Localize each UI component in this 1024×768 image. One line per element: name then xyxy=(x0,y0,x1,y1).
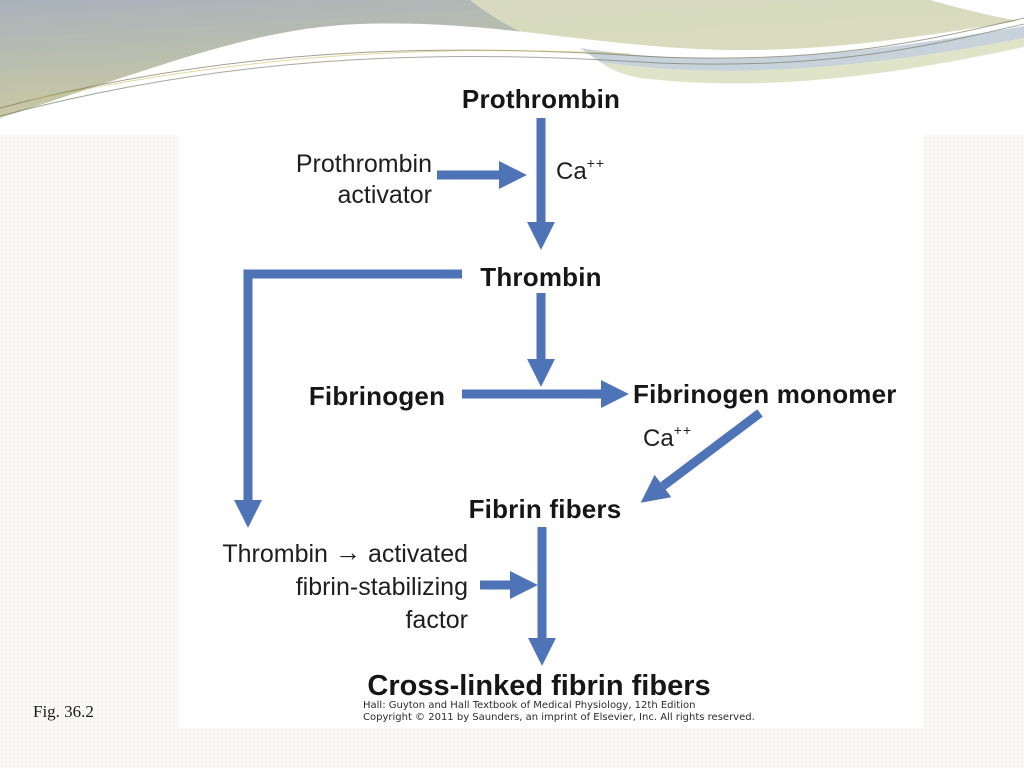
calcium-2-base: Ca xyxy=(643,425,674,452)
node-prothrombin: Prothrombin xyxy=(461,84,621,114)
arrow-thrombin-feedback xyxy=(234,269,462,528)
figure-number-label: Fig. 36.2 xyxy=(33,702,94,721)
label-fibrin-stabilizing-factor: Thrombin→activated fibrin-stabilizing fa… xyxy=(222,537,468,637)
factor-line-1-activated: activated xyxy=(367,540,468,568)
node-thrombin: Thrombin xyxy=(480,262,602,292)
arrow-monomer-to-fibrin-fibers xyxy=(640,409,763,503)
factor-line-1-thrombin: Thrombin xyxy=(222,540,328,568)
credit-line-1: Hall: Guyton and Hall Textbook of Medica… xyxy=(363,700,696,711)
calcium-2-superscript: ++ xyxy=(673,422,693,438)
activator-line-2: activator xyxy=(337,181,432,209)
node-cross-linked-fibrin-fibers: Cross-linked fibrin fibers xyxy=(367,670,711,702)
header-lower-green-streak xyxy=(600,38,1024,84)
factor-line-3: factor xyxy=(405,606,468,634)
figure-panel xyxy=(178,84,923,728)
header-corner-wedge xyxy=(930,0,1024,22)
label-prothrombin-activator: Prothrombin activator xyxy=(296,149,432,211)
calcium-1-superscript: ++ xyxy=(586,155,606,171)
factor-line-2: fibrin-stabilizing xyxy=(295,573,468,601)
node-fibrinogen-monomer: Fibrinogen monomer xyxy=(633,379,897,409)
textbook-credit: Hall: Guyton and Hall Textbook of Medica… xyxy=(363,700,755,723)
activator-line-1: Prothrombin xyxy=(295,150,432,178)
header-thin-line-1 xyxy=(0,17,1024,109)
label-calcium-1: Ca++ xyxy=(556,155,606,186)
header-blue-streak xyxy=(580,26,1024,71)
right-arrow-glyph: → xyxy=(334,537,361,567)
node-fibrinogen: Fibrinogen xyxy=(308,381,446,411)
header-thin-line-gold xyxy=(29,49,631,101)
factor-line-1: Thrombin→activated xyxy=(222,537,468,571)
header-thin-line-2 xyxy=(0,23,1024,117)
calcium-1-base: Ca xyxy=(556,158,587,185)
label-calcium-2: Ca++ xyxy=(643,422,693,453)
credit-line-2: Copyright © 2011 by Saunders, an imprint… xyxy=(363,711,755,723)
node-fibrin-fibers: Fibrin fibers xyxy=(468,494,622,524)
